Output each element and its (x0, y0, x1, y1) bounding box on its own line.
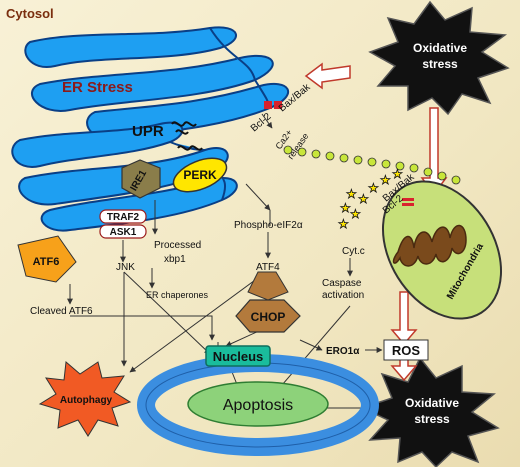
calcium-release-dots (283, 145, 461, 185)
perk-label: PERK (183, 168, 217, 182)
ask1-label: ASK1 (110, 227, 137, 238)
autophagy-label: Autophagy (60, 395, 113, 406)
star-icon: ★ (392, 167, 403, 181)
hollow-arrows (304, 62, 448, 382)
star-icon: ★ (358, 192, 369, 206)
chop-node: CHOP (235, 271, 301, 333)
traf2-label: TRAF2 (107, 212, 140, 223)
nucleus-label: Nucleus (213, 349, 264, 364)
mito-bcl2-baxbak-marker (402, 198, 414, 206)
star-icon: ★ (340, 201, 351, 215)
upr-label: UPR (132, 123, 164, 140)
apoptosis-node: Apoptosis (187, 381, 329, 427)
oxidative-stress-bottom-burst: Oxidative stress (359, 356, 500, 467)
oxidative-stress-top-burst: Oxidative stress (368, 0, 510, 116)
atf4-label: ATF4 (256, 262, 280, 273)
autophagy-burst: Autophagy (38, 361, 132, 437)
ros-label: ROS (392, 343, 421, 358)
ros-node: ROS (383, 339, 429, 361)
hollow-arrow-to-ros (390, 291, 418, 346)
oxidative-top-label-2: stress (422, 57, 458, 71)
mitochondrion: Mitochondria (381, 180, 503, 320)
cytochrome-c-stars: ★ ★ ★ ★ ★ ★ ★ ★ (338, 167, 404, 232)
ire1-receptor: IRE1 (121, 159, 161, 199)
oxidative-top-label-1: Oxidative (413, 41, 467, 55)
traf2-ask1: TRAF2 ASK1 (99, 209, 147, 239)
upr-squiggle-icon (171, 121, 203, 151)
apoptosis-label: Apoptosis (223, 397, 293, 414)
hollow-arrow-to-er (304, 62, 351, 90)
er-bcl2-baxbak (264, 101, 282, 109)
star-icon: ★ (338, 217, 349, 231)
perk-receptor: PERK (172, 157, 228, 193)
star-icon: ★ (350, 207, 361, 221)
atf6-receptor: ATF6 (17, 235, 77, 283)
star-icon: ★ (380, 173, 391, 187)
caspase-label-2: activation (322, 290, 364, 301)
er-stress-label: ER Stress (62, 79, 133, 96)
star-icon: ★ (346, 187, 357, 201)
caspase-label-1: Caspase (322, 278, 362, 289)
chop-label: CHOP (251, 310, 286, 324)
processed-label-2: xbp1 (164, 254, 186, 265)
star-icon: ★ (368, 181, 379, 195)
atf6-label: ATF6 (33, 256, 60, 268)
cleaved-atf6-label: Cleaved ATF6 (30, 306, 93, 317)
nucleus: Nucleus (137, 345, 379, 456)
er-chaperones-label: ER chaperones (146, 290, 209, 300)
oxidative-bottom-label-1: Oxidative (405, 396, 459, 410)
jnk-label: JNK (116, 262, 135, 273)
oxidative-bottom-label-2: stress (414, 412, 450, 426)
phospho-eif2a-label: Phospho-eIF2α (234, 220, 303, 231)
processed-label-1: Processed (154, 240, 201, 251)
cytc-label: Cyt.c (342, 246, 365, 257)
ero1a-label: ERO1α (326, 346, 360, 357)
cytosol-label: Cytosol (6, 6, 54, 21)
